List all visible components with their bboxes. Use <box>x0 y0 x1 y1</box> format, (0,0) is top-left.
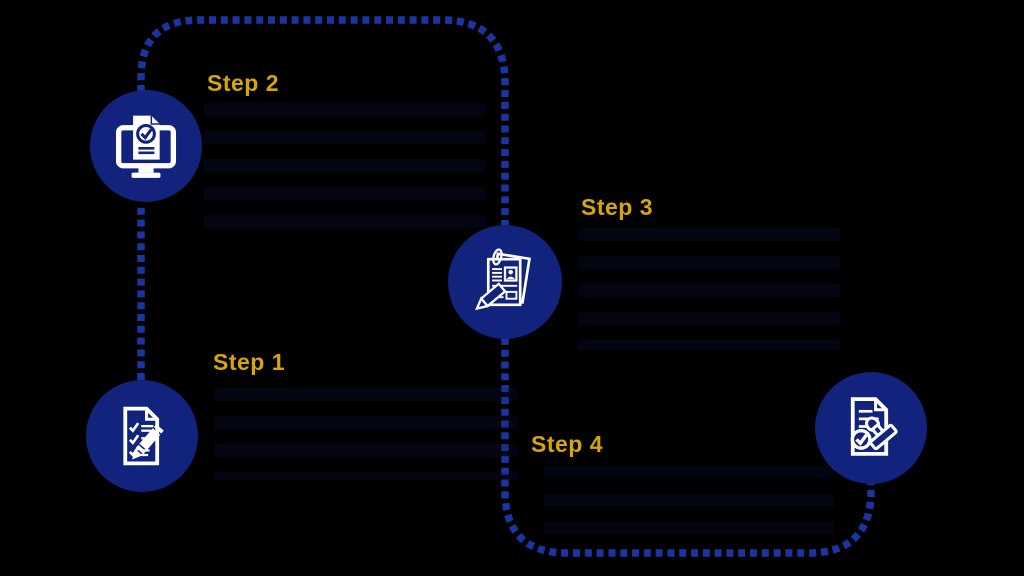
step1-illegible-paragraph <box>214 388 518 480</box>
step3-label: Step 3 <box>581 194 654 220</box>
step2-illegible-paragraph <box>204 103 486 233</box>
step1-circle <box>86 380 198 492</box>
step2-circle <box>90 90 202 202</box>
step2-label: Step 2 <box>207 70 280 96</box>
document-stamp-icon <box>850 397 898 456</box>
step4-illegible-paragraph <box>544 466 834 536</box>
step4-circle <box>815 372 927 484</box>
step1-label: Step 1 <box>213 349 286 375</box>
monitor-approved-document-icon <box>115 115 177 178</box>
step3-circle <box>448 225 562 339</box>
step3-illegible-paragraph <box>578 228 840 350</box>
checklist-pen-icon <box>123 406 164 466</box>
connector-segment-step2-step3-step4 <box>137 16 875 557</box>
step4-label: Step 4 <box>531 431 604 457</box>
resume-pencil-icon <box>474 248 531 311</box>
